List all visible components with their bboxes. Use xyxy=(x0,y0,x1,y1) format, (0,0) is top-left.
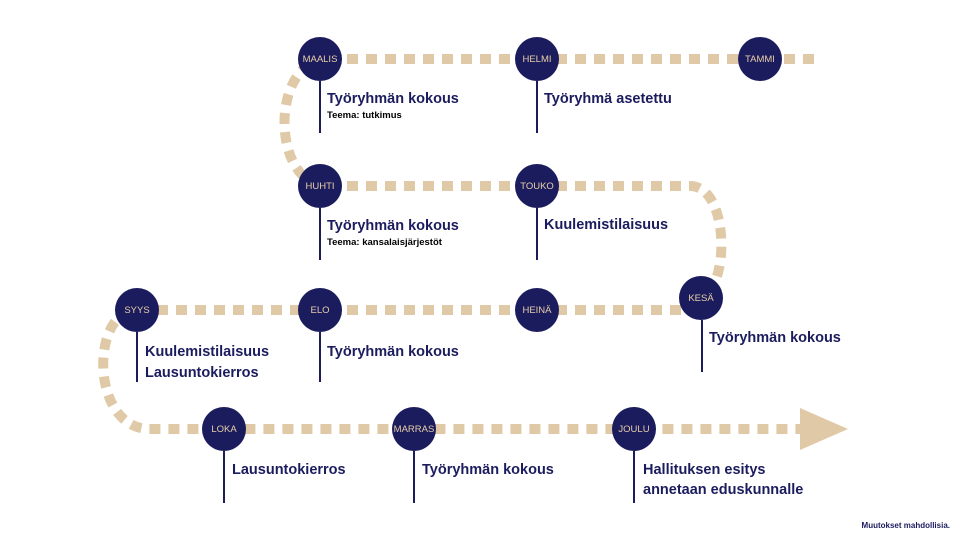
event-joulu-1: Hallituksen esitys xyxy=(643,462,766,478)
event-marras: Työryhmän kokous xyxy=(422,462,554,478)
event-kesa: Työryhmän kokous xyxy=(709,330,841,346)
month-marras: MARRAS xyxy=(392,407,436,451)
arrow-head xyxy=(800,408,848,450)
connector xyxy=(223,451,225,503)
month-tammi: TAMMI xyxy=(738,37,782,81)
connector xyxy=(319,81,321,133)
event-elo: Työryhmän kokous xyxy=(327,344,459,360)
month-elo: ELO xyxy=(298,288,342,332)
event-huhti-theme: Teema: kansalaisjärjestöt xyxy=(327,237,442,248)
event-maalis-theme: Teema: tutkimus xyxy=(327,110,402,121)
connector xyxy=(536,208,538,260)
month-syys: SYYS xyxy=(115,288,159,332)
connector xyxy=(633,451,635,503)
disclaimer-note: Muutokset mahdollisia. xyxy=(861,521,950,530)
connector xyxy=(319,208,321,260)
month-touko: TOUKO xyxy=(515,164,559,208)
month-heina: HEINÄ xyxy=(515,288,559,332)
month-huhti: HUHTI xyxy=(298,164,342,208)
month-kesa: KESÄ xyxy=(679,276,723,320)
event-helmi: Työryhmä asetettu xyxy=(544,91,672,107)
event-huhti: Työryhmän kokous xyxy=(327,218,459,234)
event-syys-2: Lausuntokierros xyxy=(145,365,259,381)
event-loka: Lausuntokierros xyxy=(232,462,346,478)
connector xyxy=(701,320,703,372)
event-touko: Kuulemistilaisuus xyxy=(544,217,669,233)
month-loka: LOKA xyxy=(202,407,246,451)
event-maalis: Työryhmän kokous xyxy=(327,91,459,107)
connector xyxy=(413,451,415,503)
connector xyxy=(319,332,321,382)
event-joulu-2: annetaan eduskunnalle xyxy=(643,482,804,498)
month-helmi: HELMI xyxy=(515,37,559,81)
event-syys-1: Kuulemistilaisuus xyxy=(145,344,270,360)
connector xyxy=(136,332,138,382)
month-joulu: JOULU xyxy=(612,407,656,451)
month-maalis: MAALIS xyxy=(298,37,342,81)
connector xyxy=(536,81,538,133)
